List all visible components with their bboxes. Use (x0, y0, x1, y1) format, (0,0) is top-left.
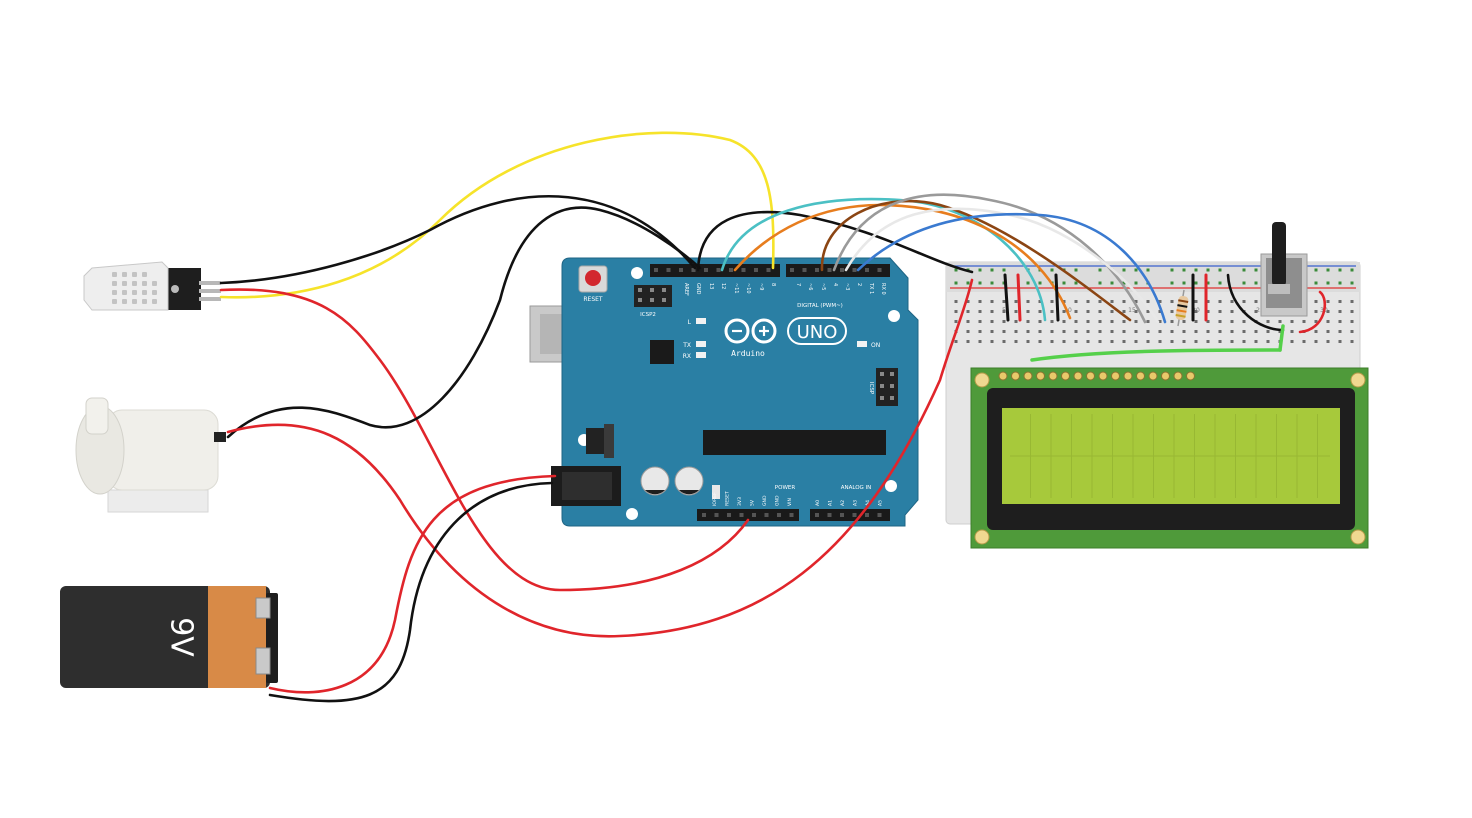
analog-pin-label: A3 (853, 500, 859, 506)
led-tx-label: TX (682, 342, 691, 349)
digital-pin-label: ~11 (733, 283, 739, 294)
digital-pin-label: 8 (770, 283, 776, 286)
analog-pin-labels: A0 A1 A2 A3 A4 A5 (815, 500, 884, 506)
arduino-logo (724, 318, 777, 344)
digital-pin-label: 12 (720, 283, 726, 289)
analog-pin-label: A0 (815, 500, 821, 506)
digital-pin-label: ~10 (745, 283, 751, 294)
analog-header-label: ANALOG IN (841, 485, 872, 491)
digital-pin-label: 2 (856, 283, 862, 286)
power-pin-labels: IOREF RESET 3V3 5V GND GND VIN (712, 491, 793, 506)
led-l-label: L (688, 319, 692, 326)
wire-battery-positive (268, 474, 557, 694)
wires (219, 131, 1327, 703)
digital-pin-label: ~6 (807, 283, 813, 290)
power-pin-label: GND (775, 495, 781, 506)
power-pin-label: 3V3 (737, 497, 743, 506)
potentiometer-knob (1272, 222, 1286, 286)
wire-pin5 (820, 199, 1132, 322)
wire-lcd-contrast (1030, 348, 1282, 362)
digital-pin-label: ~3 (844, 283, 850, 290)
digital-pin-label: RX 0 (880, 283, 886, 295)
battery-9v: 9V (60, 586, 278, 688)
digital-pin-label: 4 (832, 283, 838, 286)
digital-pin-label: GND (695, 283, 701, 295)
power-pin-label: VIN (787, 498, 793, 506)
reset-label: RESET (583, 296, 603, 303)
power-header-label: POWER (775, 485, 796, 491)
icsp2-label: ICSP2 (640, 312, 656, 318)
wire-battery-negative (268, 481, 554, 703)
led-on-label: ON (871, 342, 880, 349)
water-pump (75, 397, 226, 513)
digital-pin-label: TX 1 (868, 282, 874, 294)
led-rx-label: RX (683, 353, 691, 360)
analog-pin-label: A1 (828, 500, 834, 506)
lcd-header-pins (998, 371, 1195, 381)
breadboard-holes (954, 268, 1354, 343)
power-pin-label: RESET (725, 491, 731, 506)
breadboard-col-label: 20 (1192, 307, 1200, 314)
wire-pin4 (832, 193, 1147, 324)
analog-pin-label: A2 (840, 500, 846, 506)
icsp-label: ICSP (868, 382, 874, 395)
potentiometer (1260, 222, 1308, 317)
wire-pump-vcc (226, 278, 974, 638)
digital-pin-labels: AREF GND 13 12 ~11 ~10 ~9 8 7 ~6 ~5 4 ~3 2 TX 1 RX 0 (683, 282, 886, 296)
digital-header-right (786, 264, 890, 277)
uno-label: UNO (797, 322, 838, 343)
digital-pin-label: 13 (708, 283, 714, 289)
battery-label: 9V (164, 617, 199, 657)
analog-pin-label: A4 (865, 500, 871, 506)
breadboard-col-label: 5 (1002, 307, 1006, 314)
arduino-board (561, 257, 919, 527)
power-pin-label: IOREF (712, 492, 718, 506)
wire-pin12 (720, 197, 1047, 322)
digital-pin-label: ~5 (820, 283, 826, 290)
wire-sensor-data (219, 131, 775, 299)
digital-header-left (650, 264, 780, 277)
digital-header-label: DIGITAL (PWM~) (797, 303, 843, 309)
analog-pin-label: A5 (878, 500, 884, 506)
power-pin-label: GND (762, 495, 768, 506)
analog-header (810, 509, 890, 521)
wire-pin2 (856, 213, 1167, 324)
breadboard-col-label: 25 (1256, 307, 1264, 314)
wire-pump-gnd (226, 206, 702, 439)
digital-pin-label: AREF (683, 283, 689, 296)
digital-pin-label: 7 (795, 283, 801, 286)
wire-gnd-breadboard (696, 210, 974, 274)
power-header (697, 509, 799, 521)
resistor (1175, 289, 1189, 327)
lcd-module (970, 367, 1369, 549)
dht-sensor (83, 261, 221, 311)
breadboard-col-label: 15 (1128, 307, 1136, 314)
arduino-brand-label: Arduino (731, 349, 765, 358)
digital-pin-label: ~9 (758, 283, 764, 290)
lcd-character-grid (1010, 414, 1330, 498)
power-pin-label: 5V (750, 499, 756, 506)
atmega-chip (703, 430, 886, 455)
wire-sensor-gnd (219, 194, 697, 285)
